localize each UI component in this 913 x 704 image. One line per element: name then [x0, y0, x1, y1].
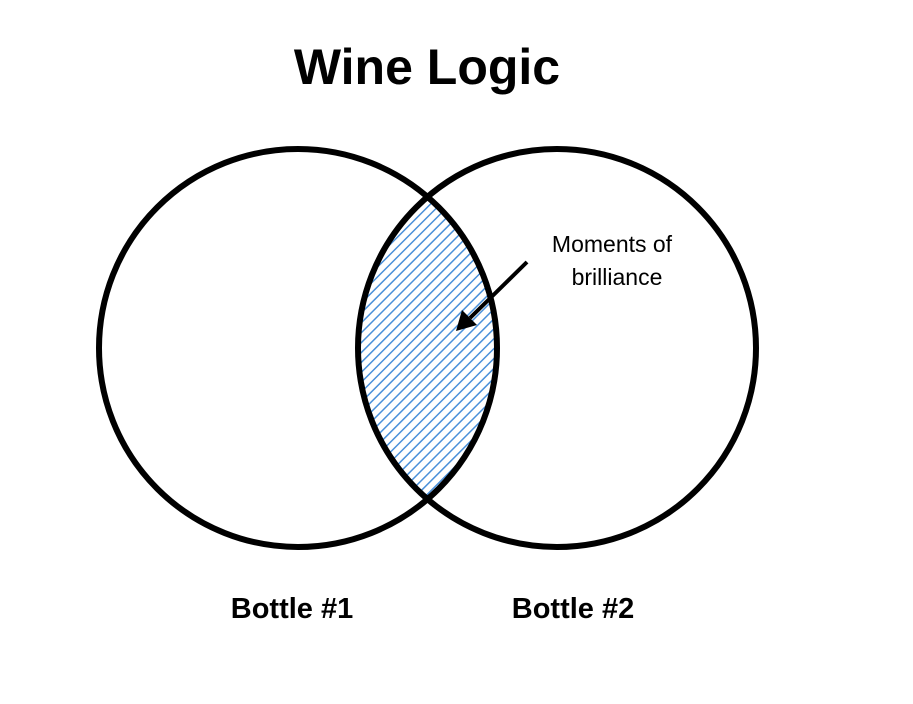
- bottle-1-label: Bottle #1: [231, 593, 353, 625]
- diagram-title: Wine Logic: [294, 39, 560, 95]
- annotation-arrow: [456, 260, 529, 331]
- intersection-region: [358, 149, 497, 547]
- intersection-label-line-1: Moments of: [552, 231, 673, 257]
- bottle-2-circle: [355, 146, 759, 550]
- bottle-2-label: Bottle #2: [512, 593, 634, 625]
- bottle-1-circle: [96, 146, 500, 550]
- intersection-label-line-2: brilliance: [572, 264, 663, 290]
